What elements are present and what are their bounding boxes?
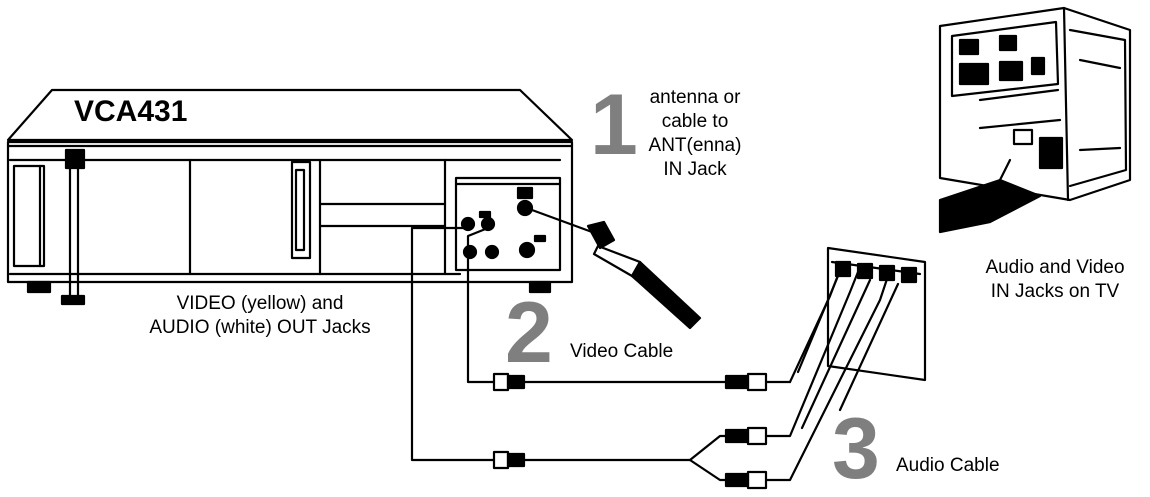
tv-jacks-label: Audio and Video IN Jacks on TV bbox=[970, 256, 1140, 304]
step-3-caption: Audio Cable bbox=[896, 455, 1000, 476]
vcr-jacks-label-line: VIDEO (yellow) and bbox=[176, 293, 344, 314]
tv-jacks-label-line: Audio and Video bbox=[985, 257, 1125, 278]
vcr-jacks-label-line: AUDIO (white) OUT Jacks bbox=[149, 317, 371, 338]
tv-rear bbox=[938, 6, 1132, 234]
step-2-number: 2 bbox=[505, 285, 553, 381]
vcr-model-label: VCA431 bbox=[74, 95, 188, 128]
step-1-caption-line: cable to bbox=[661, 111, 729, 132]
tv-jacks-label-line: IN Jacks on TV bbox=[990, 281, 1120, 302]
step-3-number: 3 bbox=[832, 401, 880, 497]
audio-cable bbox=[410, 226, 890, 490]
step-1-caption-line: antenna or bbox=[649, 87, 741, 108]
step-1-caption: antenna or cable to ANT(enna) IN Jack bbox=[640, 86, 750, 182]
vcr-unit bbox=[6, 88, 574, 306]
tv-jack-panel bbox=[796, 246, 927, 430]
step-1-number: 1 bbox=[590, 77, 638, 173]
antenna-cable bbox=[530, 208, 702, 330]
step-1-caption-line: IN Jack bbox=[663, 159, 727, 180]
step-1-caption-line: ANT(enna) bbox=[648, 135, 742, 156]
step-2-caption: Video Cable bbox=[570, 341, 674, 362]
vcr-jacks-label: VIDEO (yellow) and AUDIO (white) OUT Jac… bbox=[120, 292, 400, 340]
